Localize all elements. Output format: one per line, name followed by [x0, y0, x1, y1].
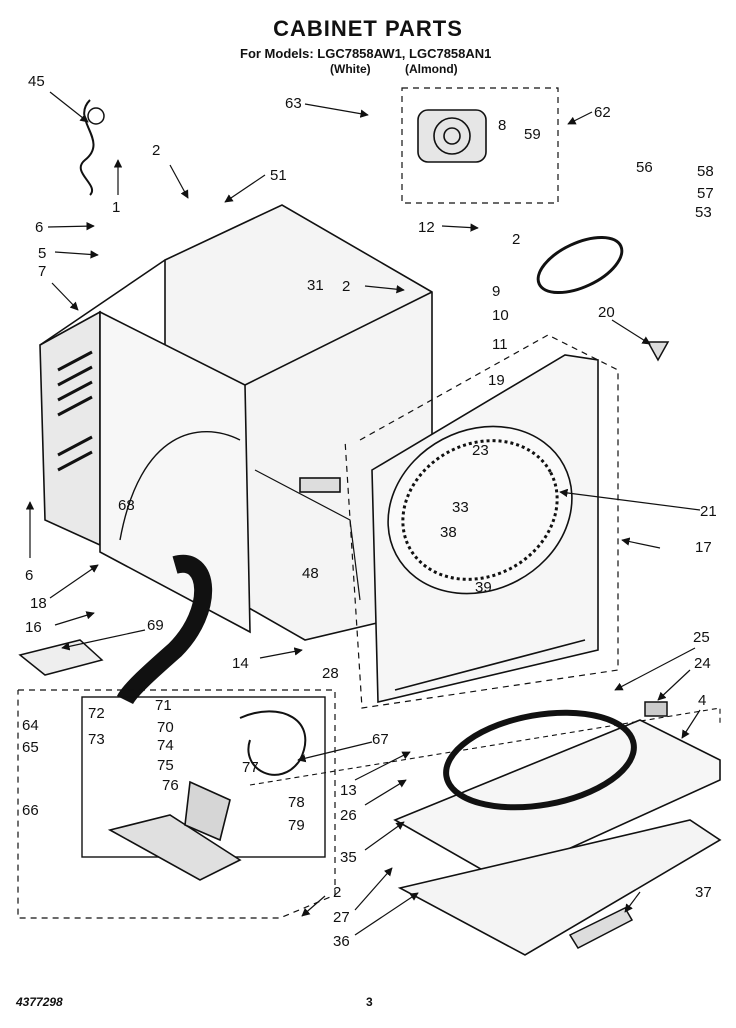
callout-label: 57 — [697, 185, 714, 202]
callout-label: 16 — [25, 619, 42, 636]
callout-label: 24 — [694, 655, 711, 672]
callout-label: 75 — [157, 757, 174, 774]
callout-label: 37 — [695, 884, 712, 901]
callout-label: 71 — [155, 697, 172, 714]
callout-label: 1 — [112, 199, 120, 216]
callout-label: 77 — [242, 759, 259, 776]
callout-label: 2 — [333, 884, 341, 901]
callout-label: 17 — [695, 539, 712, 556]
callout-label: 58 — [697, 163, 714, 180]
callout-label: 25 — [693, 629, 710, 646]
callout-label: 11 — [492, 336, 508, 353]
top-panel-drawing — [249, 707, 722, 956]
callout-label: 2 — [152, 142, 160, 159]
callout-label: 39 — [475, 579, 492, 596]
callout-label: 19 — [488, 372, 505, 389]
callout-label: 64 — [22, 717, 39, 734]
callout-label: 6 — [35, 219, 43, 236]
cabinet-drawing — [39, 204, 433, 705]
callout-label: 28 — [322, 665, 339, 682]
callout-label: 2 — [512, 231, 520, 248]
callout-label: 2 — [342, 278, 350, 295]
callout-label: 53 — [695, 204, 712, 221]
callout-label: 21 — [700, 503, 717, 520]
callout-label: 9 — [492, 283, 500, 300]
callout-label: 70 — [157, 719, 174, 736]
page-title: CABINET PARTS — [273, 16, 463, 41]
leader-lines — [25, 91, 701, 936]
callout-label: 72 — [88, 705, 105, 722]
model-numbers: For Models: LGC7858AW1, LGC7858AN1 — [240, 46, 492, 61]
page-number: 3 — [366, 995, 373, 1009]
callout-label: 59 — [524, 126, 541, 143]
callout-label: 7 — [38, 263, 46, 280]
callout-labels: 45 2 1 51 6 5 7 63 8 59 62 12 31 2 9 10 … — [22, 73, 717, 950]
variant-white: (White) — [330, 62, 371, 76]
callout-label: 5 — [38, 245, 46, 262]
callout-label: 38 — [440, 524, 457, 541]
callout-label: 78 — [288, 794, 305, 811]
front-panel-drawing — [344, 334, 619, 709]
callout-label: 76 — [162, 777, 179, 794]
callout-label: 35 — [340, 849, 357, 866]
callout-label: 79 — [288, 817, 305, 834]
callout-label: 51 — [270, 167, 287, 184]
variant-almond: (Almond) — [405, 62, 458, 76]
callout-label: 23 — [472, 442, 489, 459]
callout-label: 73 — [88, 731, 105, 748]
callout-label: 12 — [418, 219, 435, 236]
callout-label: 67 — [372, 731, 389, 748]
callout-label: 36 — [333, 933, 350, 950]
document-code: 4377298 — [16, 995, 63, 1009]
callout-label: 14 — [232, 655, 249, 672]
callout-label: 48 — [302, 565, 319, 582]
callout-label: 31 — [307, 277, 324, 294]
callout-label: 26 — [340, 807, 357, 824]
callout-label: 65 — [22, 739, 39, 756]
callout-label: 4 — [698, 692, 706, 709]
callout-label: 45 — [28, 73, 45, 90]
callout-label: 56 — [636, 159, 653, 176]
callout-label: 6 — [25, 567, 33, 584]
callout-label: 8 — [498, 117, 506, 134]
callout-label: 20 — [598, 304, 615, 321]
motor-drawing — [401, 87, 624, 295]
callout-label: 63 — [285, 95, 302, 112]
callout-label: 66 — [22, 802, 39, 819]
callout-label: 68 — [118, 497, 135, 514]
callout-label: 33 — [452, 499, 469, 516]
callout-label: 62 — [594, 104, 611, 121]
callout-label: 18 — [30, 595, 47, 612]
gas-valve-drawing — [17, 689, 336, 919]
callout-label: 10 — [492, 307, 509, 324]
callout-label: 13 — [340, 782, 357, 799]
callout-label: 69 — [147, 617, 164, 634]
callout-label: 74 — [157, 737, 174, 754]
callout-label: 27 — [333, 909, 350, 926]
